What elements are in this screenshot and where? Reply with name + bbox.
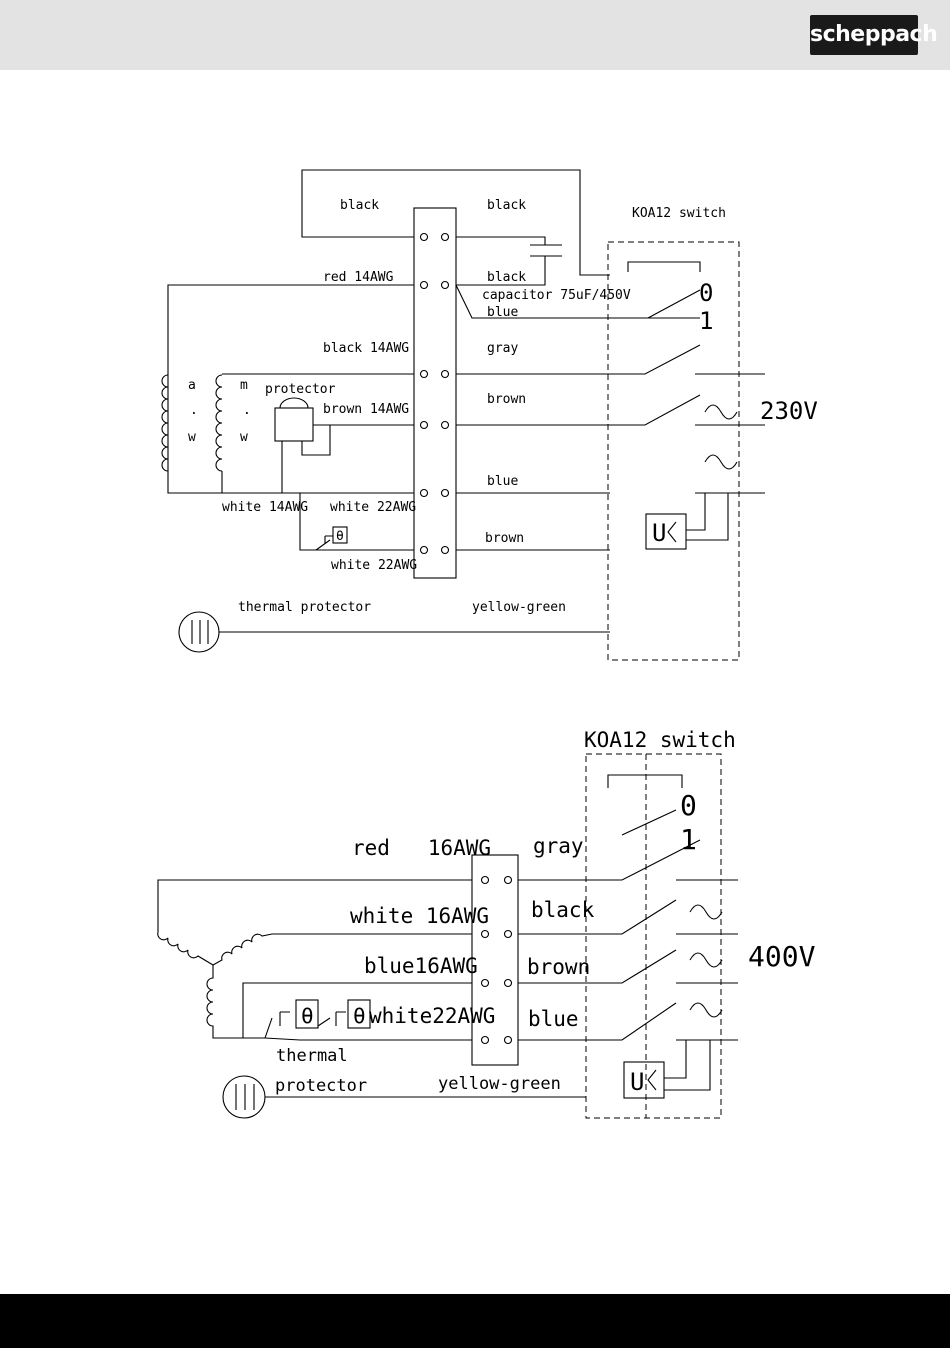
- brown-wire: [456, 394, 701, 426]
- label-brown-14awg: brown 14AWG: [323, 402, 409, 417]
- label-brown: brown: [487, 392, 526, 407]
- label-thermal-400: thermal: [276, 1046, 348, 1066]
- label-brown-2: brown: [485, 531, 524, 546]
- brand-logo: scheppach: [810, 15, 938, 55]
- relay-box-400: [623, 1061, 665, 1099]
- red-white-wire: [167, 284, 414, 494]
- winding-m-coil: [215, 374, 223, 472]
- label-capacitor: capacitor 75uF/450V: [482, 288, 631, 303]
- thermal-theta-2: θ: [353, 1004, 366, 1028]
- winding-m-label: m: [240, 378, 248, 393]
- label-blue-16awg: blue16AWG: [364, 954, 478, 978]
- thermal-box-1: [295, 999, 319, 1029]
- winding-a-coil: [161, 374, 169, 472]
- page-header: [0, 0, 950, 70]
- label-yellow-green-400: yellow-green: [438, 1074, 561, 1094]
- label-switch-400: KOA12 switch: [584, 728, 736, 752]
- winding-m-w: w: [240, 430, 248, 445]
- terminal-screws: [419, 232, 450, 555]
- winding-2: [212, 933, 273, 966]
- red-16awg-wire: [157, 879, 472, 932]
- label-switch-230: KOA12 switch: [632, 206, 726, 221]
- voltage-400v: 400V: [748, 940, 816, 973]
- label-white-22awg-2: white 22AWG: [331, 558, 417, 573]
- relay-box: [645, 513, 687, 550]
- label-black-14awg: black 14AWG: [323, 341, 409, 356]
- label-gray-400: gray: [533, 834, 584, 858]
- page-footer: [0, 1294, 950, 1348]
- white-22awg-wire: [264, 1037, 472, 1041]
- relay-u-400: U: [630, 1068, 644, 1096]
- switch-pos-1-400: 1: [680, 823, 697, 856]
- diagram-400v: KOA12 switch red 16AWG gray white 16AWG …: [157, 728, 816, 1119]
- black-loop-wire: [301, 169, 610, 276]
- label-blue-400: blue: [528, 1007, 579, 1031]
- label-black-right: black: [487, 198, 526, 213]
- label-white-22awg-400: white22AWG: [369, 1004, 495, 1028]
- winding-a-dot: .: [190, 403, 198, 418]
- label-thermal-protector: thermal protector: [238, 600, 371, 615]
- label-yellow-green: yellow-green: [472, 600, 566, 615]
- winding-a-label: a: [188, 378, 196, 393]
- label-blue-2: blue: [487, 474, 518, 489]
- label-white-16awg: white 16AWG: [350, 904, 489, 928]
- koa12-switch-box: [607, 241, 740, 661]
- terminal-block-400: [471, 854, 519, 1066]
- gray-wire: [456, 344, 701, 375]
- gray-wire-400: [518, 839, 701, 881]
- black-wire-400: [518, 899, 677, 935]
- winding-a-w: w: [188, 430, 196, 445]
- switch-pos-0: 0: [699, 279, 713, 307]
- white-22awg-wire: [299, 492, 414, 551]
- koa12-switch-box-400: [585, 753, 722, 1119]
- label-black-2: black: [487, 270, 526, 285]
- winding-1: [157, 931, 214, 966]
- label-red-14awg: red 14AWG: [323, 270, 394, 285]
- label-protector-400: protector: [275, 1076, 367, 1096]
- ground-symbol: [178, 611, 220, 653]
- label-blue-1: blue: [487, 305, 518, 320]
- diagram-230v: black black KOA12 switch red 14AWG black…: [161, 169, 818, 661]
- blue-wire-400: [518, 1002, 677, 1041]
- label-red-16awg: red 16AWG: [352, 836, 491, 860]
- ground-symbol-400: [222, 1075, 266, 1119]
- protector-box: [274, 407, 314, 442]
- capacitor-symbol: [456, 236, 562, 286]
- switch-pos-1: 1: [699, 307, 713, 335]
- label-black-400: black: [531, 898, 595, 922]
- label-black-left: black: [340, 198, 379, 213]
- relay-u-230: U: [652, 519, 666, 547]
- brown-wire-400: [518, 949, 677, 984]
- thermal-box-2: [347, 999, 371, 1029]
- label-protector: protector: [265, 382, 336, 397]
- blue-wire: [455, 284, 700, 319]
- switch-pos-0-400: 0: [680, 789, 697, 822]
- blue-16awg-wire: [242, 982, 472, 1038]
- label-white-22awg-1: white 22AWG: [330, 500, 416, 515]
- winding-3: [206, 965, 265, 1039]
- thermal-theta-1: θ: [301, 1004, 314, 1028]
- thermal-theta: θ: [336, 529, 344, 544]
- voltage-230v: 230V: [760, 397, 818, 425]
- terminal-block: [413, 207, 457, 579]
- winding-m-dot: .: [243, 403, 251, 418]
- label-brown-400: brown: [527, 955, 590, 979]
- label-gray: gray: [487, 341, 518, 356]
- terminal-screws-400: [480, 875, 513, 1045]
- label-white-14awg: white 14AWG: [222, 500, 308, 515]
- thermal-symbol-box: [332, 526, 348, 544]
